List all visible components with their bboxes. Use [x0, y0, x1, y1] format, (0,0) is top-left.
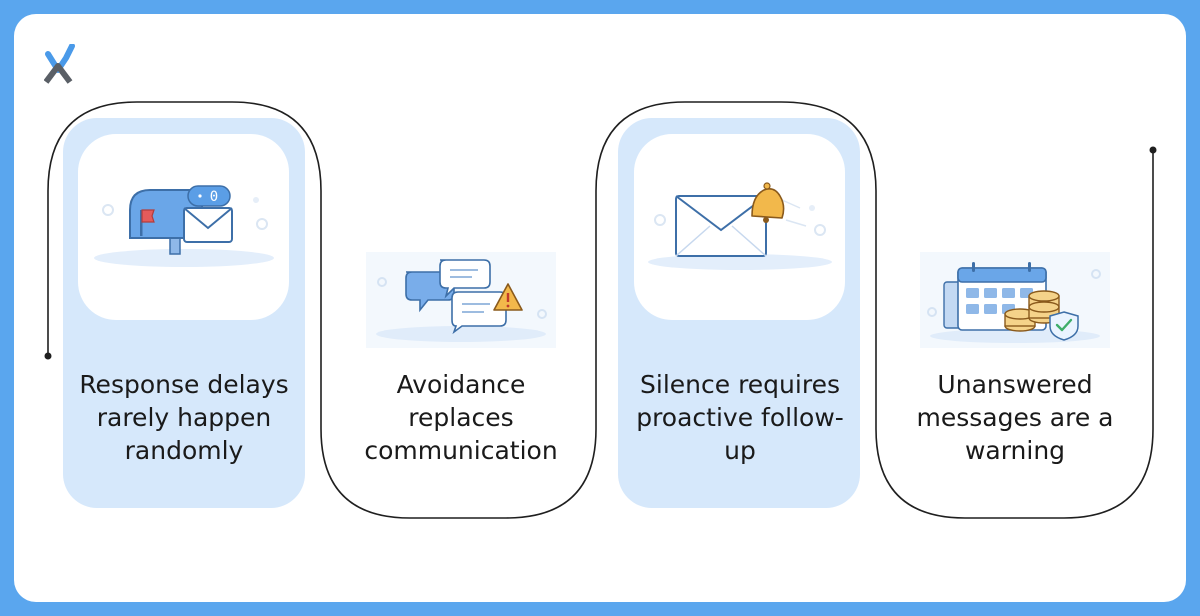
step-4-label: Unanswered messages are a warning [916, 370, 1114, 465]
mailbox-icon: 0 [94, 185, 274, 267]
step-1-label: Response delays rarely happen randomly [79, 370, 289, 465]
mailbox-badge-count: 0 [210, 189, 218, 205]
flow-end-dot [1149, 146, 1157, 154]
chat-warning-icon [366, 252, 556, 348]
flow-connector-line [47, 101, 1154, 519]
step-3-label: Silence requires proactive follow-up [636, 370, 844, 465]
calendar-coins-icon [920, 252, 1110, 348]
envelope-bell-icon [648, 182, 832, 270]
step-2-label: Avoidance replaces communication [364, 370, 558, 465]
flow-start-dot [44, 352, 52, 360]
brand-logo-icon [44, 44, 75, 84]
